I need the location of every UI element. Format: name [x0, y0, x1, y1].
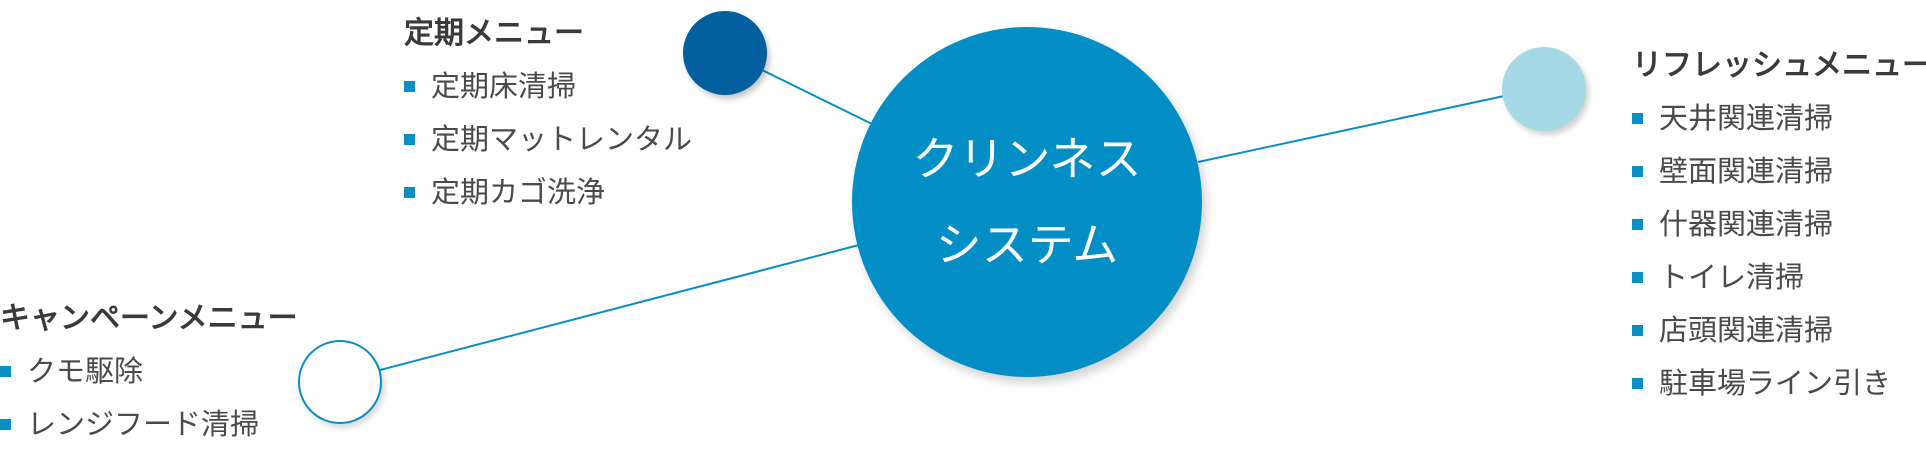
connector-top-left — [761, 69, 873, 125]
list-item: 定期マットレンタル — [404, 113, 692, 166]
center-label-line1: クリンネス — [912, 132, 1142, 186]
list-item-label: 壁面関連清掃 — [1659, 154, 1834, 188]
regular-menu-group: 定期メニュー 定期床清掃 定期マットレンタル 定期カゴ洗浄 — [404, 8, 692, 219]
refresh-menu-group: リフレッシュメニュー 天井関連清掃 壁面関連清掃 什器関連清掃 トイレ清掃 店頭… — [1632, 40, 1926, 410]
list-item: 定期床清掃 — [404, 60, 692, 113]
connector-right — [1197, 95, 1505, 163]
list-item-label: 天井関連清掃 — [1659, 101, 1834, 135]
list-item-label: トイレ清掃 — [1659, 260, 1805, 294]
list-item: 店頭関連清掃 — [1632, 304, 1926, 357]
bullet-icon — [1632, 325, 1643, 336]
bullet-icon — [0, 419, 11, 430]
list-item-label: 定期マットレンタル — [431, 122, 693, 156]
refresh-menu-title: リフレッシュメニュー — [1632, 48, 1926, 83]
regular-menu-list: 定期床清掃 定期マットレンタル 定期カゴ洗浄 — [404, 60, 692, 219]
list-item-label: 什器関連清掃 — [1659, 207, 1834, 241]
center-label-line2: システム — [935, 218, 1119, 272]
campaign-menu-group: キャンペーンメニュー クモ駆除 レンジフード清掃 — [0, 293, 298, 451]
bullet-icon — [1632, 113, 1643, 124]
list-item-label: クモ駆除 — [27, 354, 144, 388]
list-item: 壁面関連清掃 — [1632, 145, 1926, 198]
campaign-menu-title: キャンペーンメニュー — [0, 301, 298, 336]
center-node: クリンネス システム — [852, 27, 1202, 377]
refresh-menu-list: 天井関連清掃 壁面関連清掃 什器関連清掃 トイレ清掃 店頭関連清掃 駐車場ライン… — [1632, 92, 1926, 410]
campaign-menu-list: クモ駆除 レンジフード清掃 — [0, 345, 298, 451]
bullet-icon — [1632, 219, 1643, 230]
connector-bottom-left — [379, 244, 860, 371]
list-item: 天井関連清掃 — [1632, 92, 1926, 145]
campaign-menu-node — [298, 340, 382, 424]
refresh-menu-node — [1502, 47, 1586, 131]
bullet-icon — [1632, 272, 1643, 283]
bullet-icon — [1632, 378, 1643, 389]
list-item-label: 店頭関連清掃 — [1659, 313, 1834, 347]
regular-menu-title: 定期メニュー — [404, 16, 584, 51]
list-item: クモ駆除 — [0, 345, 298, 398]
list-item: 駐車場ライン引き — [1632, 357, 1926, 410]
regular-menu-node — [683, 11, 767, 95]
list-item-label: 駐車場ライン引き — [1659, 366, 1892, 400]
bullet-icon — [404, 81, 415, 92]
list-item-label: 定期カゴ洗浄 — [431, 175, 606, 209]
list-item-label: レンジフード清掃 — [27, 407, 260, 441]
bullet-icon — [404, 187, 415, 198]
bullet-icon — [404, 134, 415, 145]
list-item: 什器関連清掃 — [1632, 198, 1926, 251]
list-item: トイレ清掃 — [1632, 251, 1926, 304]
bullet-icon — [0, 366, 11, 377]
list-item-label: 定期床清掃 — [431, 69, 577, 103]
list-item: 定期カゴ洗浄 — [404, 166, 692, 219]
list-item: レンジフード清掃 — [0, 398, 298, 451]
bullet-icon — [1632, 166, 1643, 177]
